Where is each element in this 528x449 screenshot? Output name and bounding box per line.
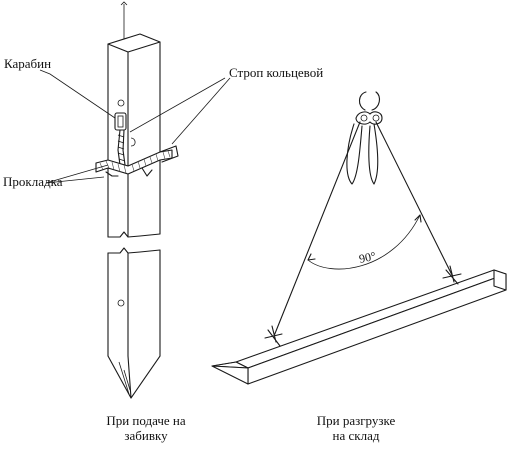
vertical-pile-lower <box>107 247 161 399</box>
carabiner-label: Карабин <box>4 56 51 71</box>
caption-left-line2: забивку <box>124 428 168 443</box>
caption-left-line1: При подаче на <box>106 413 186 428</box>
ring-sling-leader-2 <box>129 77 226 133</box>
caption-right-line2: на склад <box>333 428 380 443</box>
ring-sling-leader <box>171 77 231 145</box>
vertical-pile-upper <box>95 1 179 238</box>
sling-left <box>273 121 361 337</box>
spacer-leader <box>45 164 109 184</box>
horizontal-pile <box>211 265 507 385</box>
angle-arrow-right <box>414 214 422 223</box>
carabiner-leader <box>39 69 116 119</box>
sling-right <box>375 121 453 276</box>
spacer-label: Прокладка <box>3 174 63 189</box>
angle-arc <box>307 214 421 270</box>
crane-hook <box>346 91 383 185</box>
spacer-wrap <box>95 145 179 177</box>
ring-sling-label: Строп кольцевой <box>229 65 323 80</box>
caption-right-line1: При разгрузке <box>317 413 396 428</box>
angle-arrow-left <box>307 253 316 261</box>
angle-label: 90° <box>358 249 378 266</box>
spacer-leader-2 <box>45 176 105 184</box>
